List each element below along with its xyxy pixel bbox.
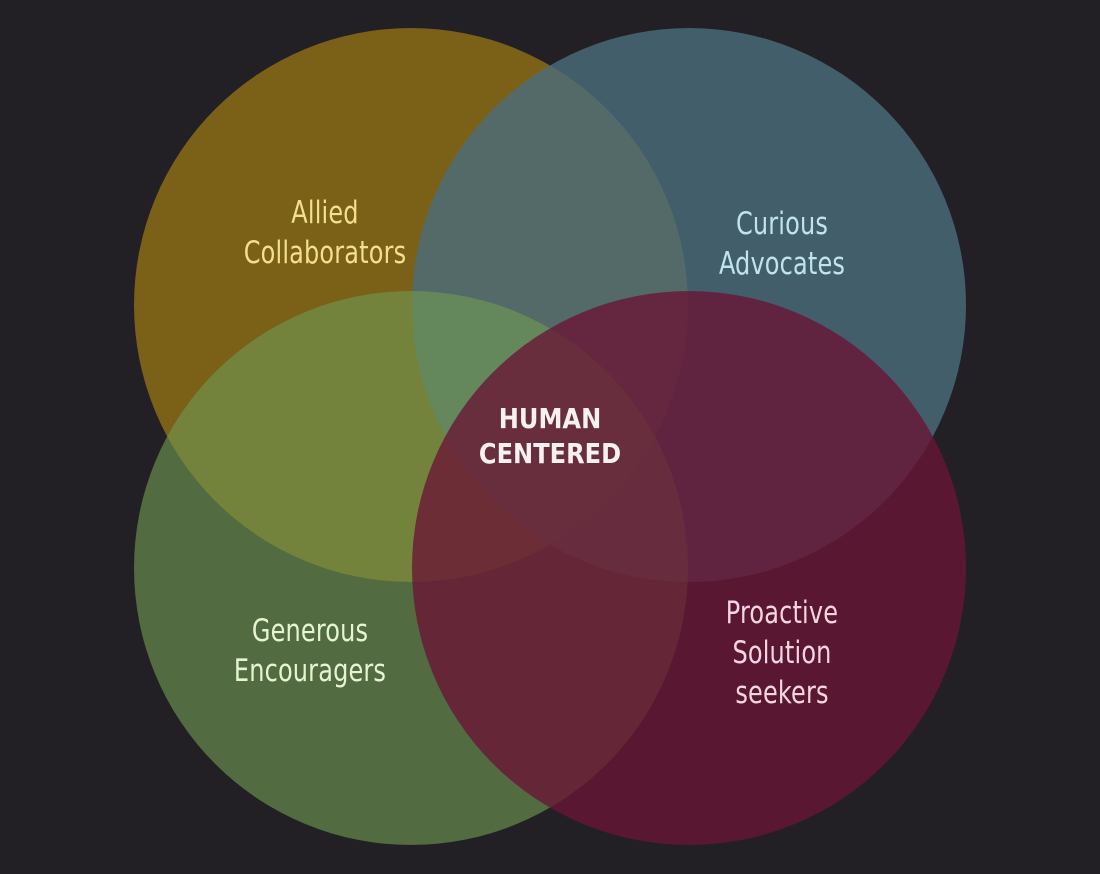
label-line: Collaborators bbox=[243, 235, 407, 271]
label-line: Advocates bbox=[718, 246, 846, 282]
center-line: CENTERED bbox=[478, 437, 622, 470]
label-generous-encouragers: Generous Encouragers bbox=[207, 611, 413, 691]
label-line: Allied bbox=[291, 195, 359, 231]
label-line: Proactive bbox=[725, 595, 839, 631]
label-curious-advocates: Curious Advocates bbox=[679, 204, 885, 284]
label-line: seekers bbox=[735, 675, 829, 711]
label-line: Encouragers bbox=[233, 653, 387, 689]
center-line: HUMAN bbox=[498, 402, 602, 435]
label-line: Curious bbox=[735, 206, 829, 242]
circle-proactive-solution-seekers bbox=[412, 291, 966, 845]
label-allied-collaborators: Allied Collaborators bbox=[222, 193, 428, 273]
label-line: Solution bbox=[732, 635, 832, 671]
label-line: Generous bbox=[251, 613, 369, 649]
label-proactive-solution-seekers: Proactive Solution seekers bbox=[679, 593, 885, 713]
center-label-human-centered: HUMAN CENTERED bbox=[464, 401, 636, 471]
